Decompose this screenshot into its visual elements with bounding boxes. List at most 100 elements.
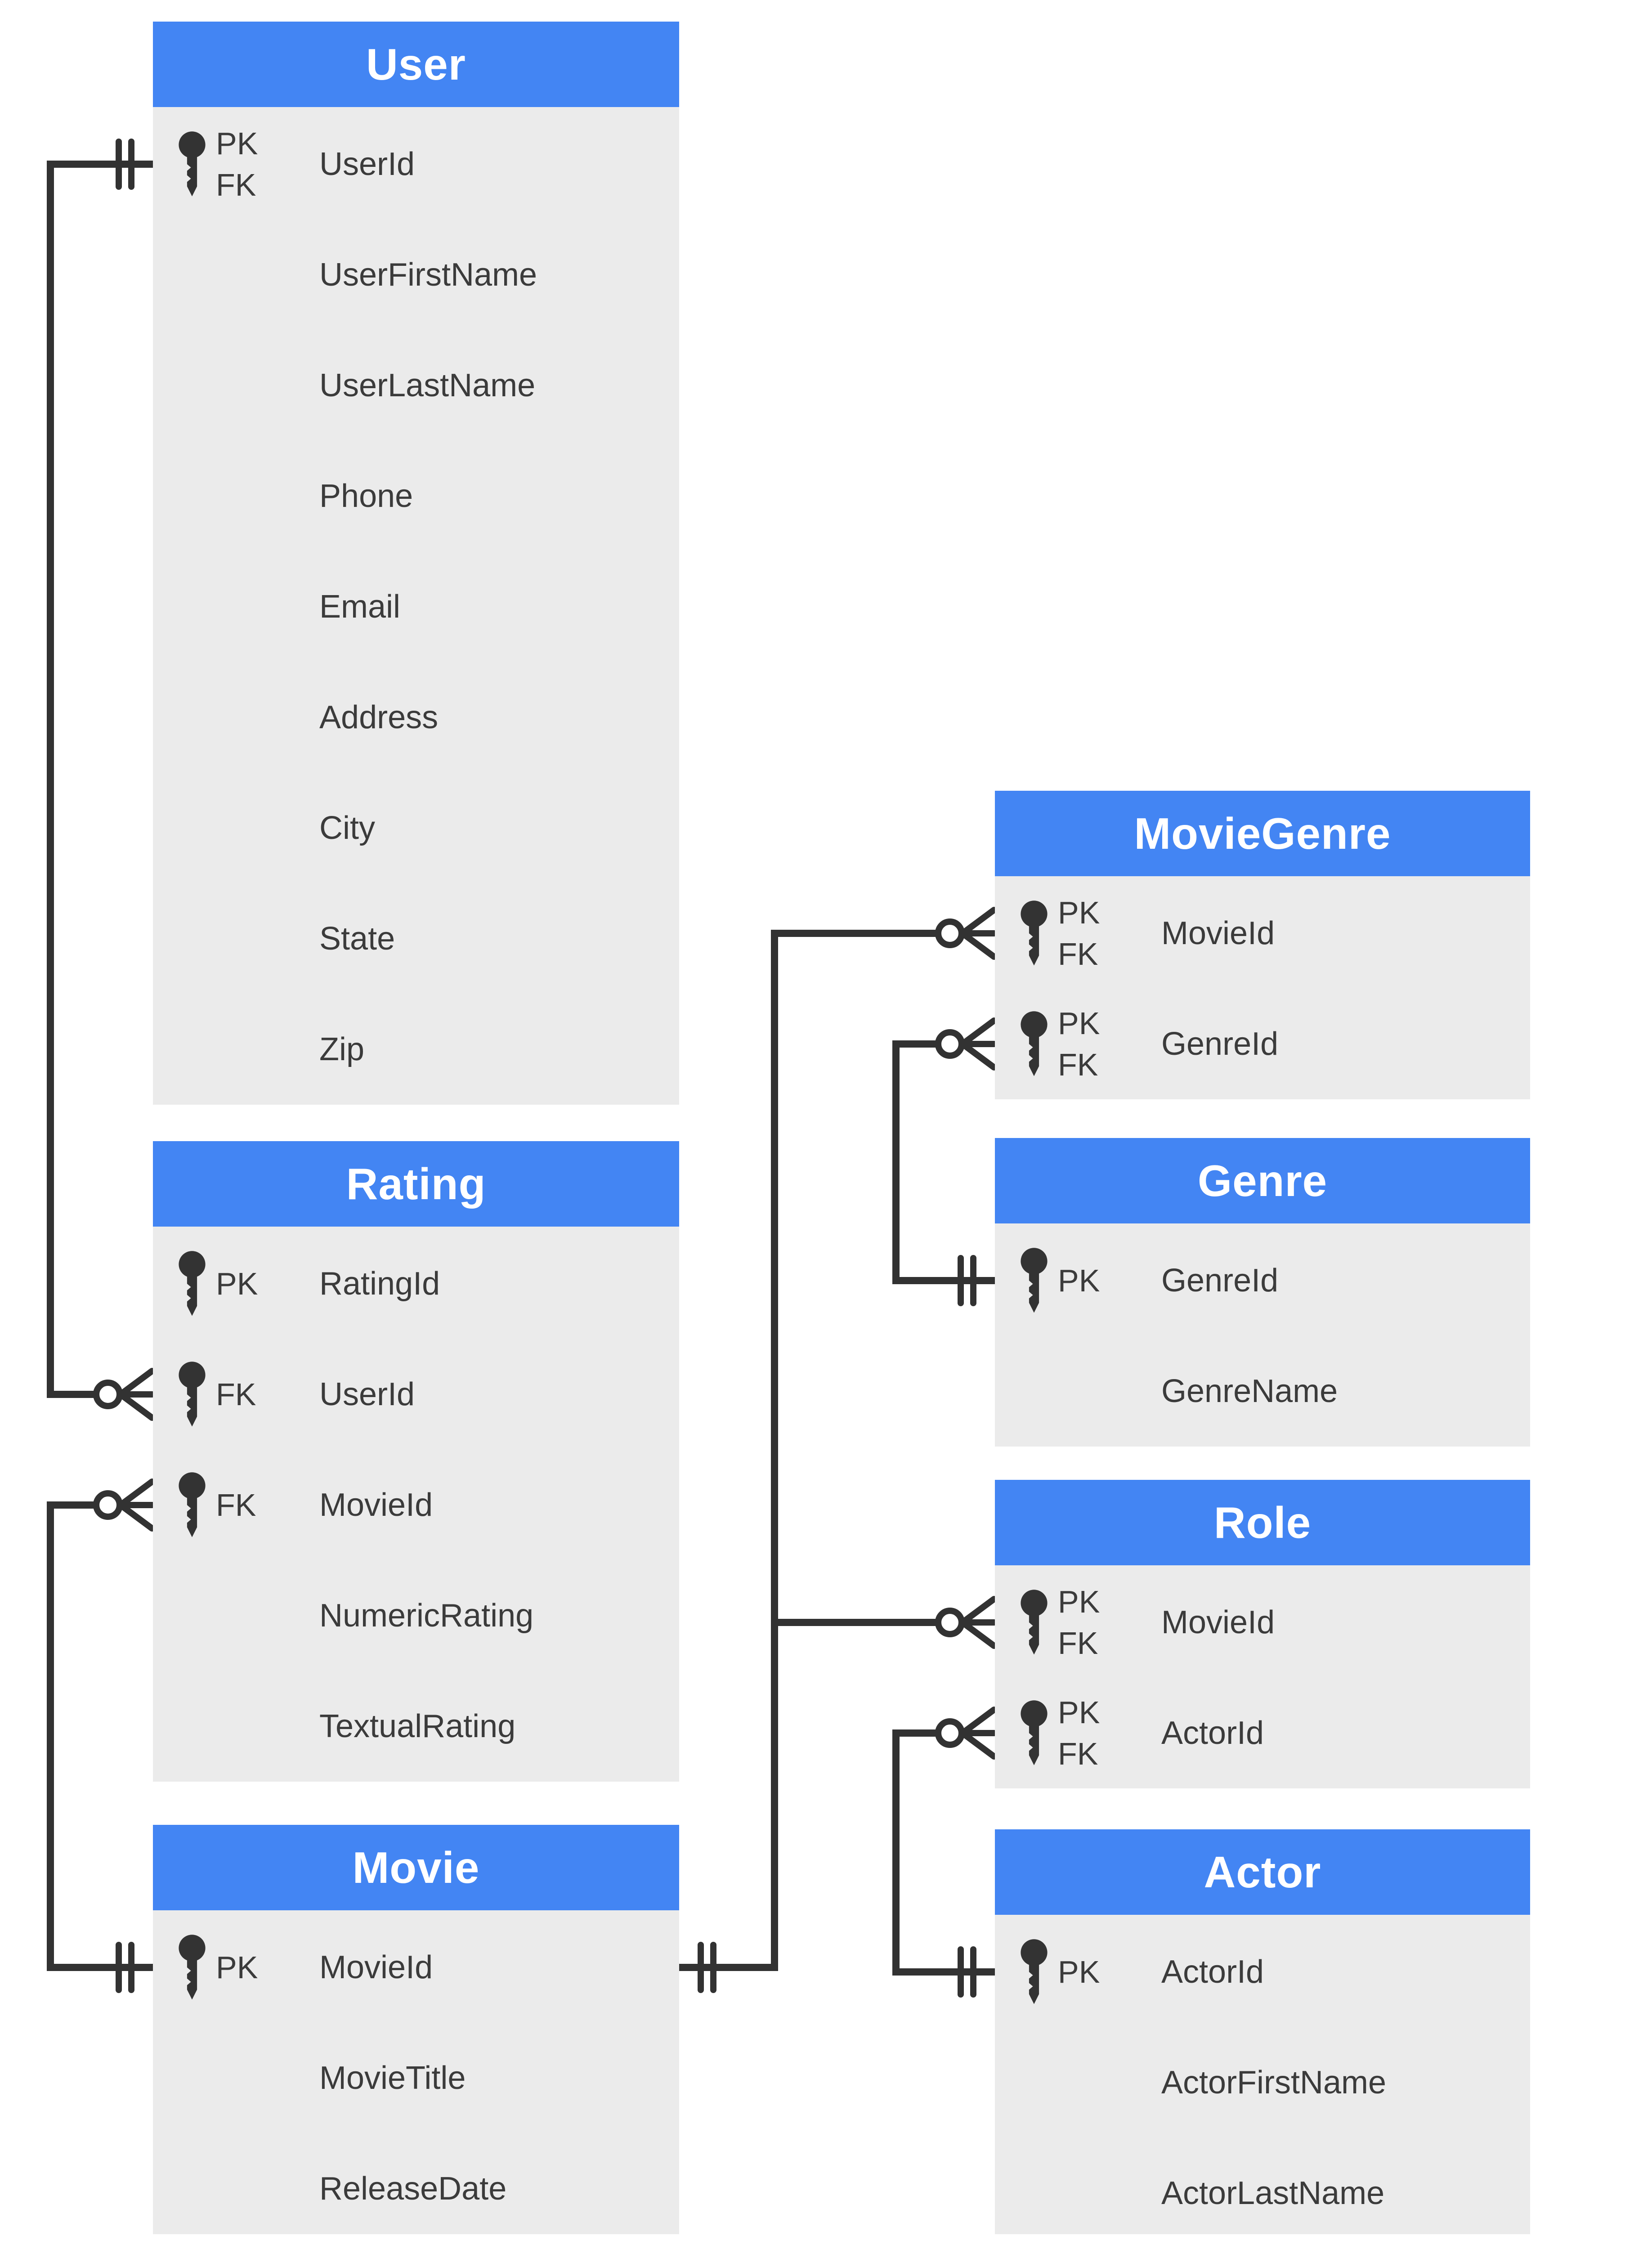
field-row-user-zip: Zip xyxy=(153,994,679,1105)
field-name: TextualRating xyxy=(319,1708,516,1744)
key-icon xyxy=(179,131,206,197)
field-row-user-userfirstname: UserFirstName xyxy=(153,220,679,330)
field-name: GenreName xyxy=(1161,1373,1338,1409)
field-row-user-email: Email xyxy=(153,551,679,662)
key-type-pk: PK xyxy=(216,126,258,161)
field-name: MovieId xyxy=(319,1949,433,1985)
field-name: ActorId xyxy=(1161,1715,1264,1751)
field-row-rating-numericrating: NumericRating xyxy=(153,1560,679,1671)
key-icon xyxy=(1021,1248,1048,1313)
table-title-role: Role xyxy=(995,1480,1530,1565)
zero-or-many-marker xyxy=(935,1596,997,1649)
key-icon-box xyxy=(175,1934,216,2001)
key-type-pk: PK xyxy=(1058,1006,1100,1041)
key-icon xyxy=(179,1472,206,1537)
relationship-0 xyxy=(47,139,155,1421)
relationship-2 xyxy=(679,907,997,1993)
relationship-5 xyxy=(892,1707,997,1998)
field-name: ActorFirstName xyxy=(1161,2065,1387,2101)
key-icon-box xyxy=(1017,900,1058,967)
table-title-user: User xyxy=(153,22,679,107)
key-type-label: PK FK xyxy=(1058,892,1161,975)
field-name: GenreId xyxy=(1161,1026,1279,1062)
key-icon-box xyxy=(175,131,216,197)
table-title-actor: Actor xyxy=(995,1829,1530,1915)
field-name: Phone xyxy=(319,478,413,514)
relationship-line xyxy=(47,161,153,1398)
field-name: MovieId xyxy=(1161,915,1275,951)
table-title-movie: Movie xyxy=(153,1825,679,1910)
field-row-user-userlastname: UserLastName xyxy=(153,330,679,441)
key-type-label: PK xyxy=(1058,1951,1161,1993)
field-name: UserId xyxy=(319,146,415,182)
key-icon xyxy=(1021,1939,1048,2004)
field-row-actor-actorfirstname: ActorFirstName xyxy=(995,2027,1530,2138)
field-row-user-phone: Phone xyxy=(153,441,679,551)
key-icon xyxy=(1021,1590,1048,1655)
field-row-user-city: City xyxy=(153,773,679,883)
key-icon xyxy=(179,1935,206,2000)
relationship-4 xyxy=(892,1017,997,1306)
key-icon xyxy=(1021,900,1048,966)
key-type-fk: FK xyxy=(216,167,256,202)
key-type-pk: PK xyxy=(1058,1263,1100,1298)
field-name: NumericRating xyxy=(319,1598,534,1634)
field-row-moviegenre-genreid: PK FK GenreId xyxy=(995,989,1530,1099)
key-type-pk: PK xyxy=(1058,1954,1100,1989)
key-type-label: FK xyxy=(216,1484,319,1526)
field-name: Address xyxy=(319,699,439,735)
key-icon-box xyxy=(1017,1939,1058,2005)
field-row-moviegenre-movieid: PK FK MovieId xyxy=(995,878,1530,989)
key-type-fk: FK xyxy=(1058,936,1098,972)
key-type-label: PK FK xyxy=(1058,1003,1161,1085)
field-row-genre-genrename: GenreName xyxy=(995,1336,1530,1447)
key-type-pk: PK xyxy=(1058,895,1100,930)
key-type-label: PK FK xyxy=(1058,1581,1161,1664)
key-type-label: PK FK xyxy=(216,123,319,206)
zero-or-many-marker xyxy=(93,1368,155,1421)
field-row-user-state: State xyxy=(153,883,679,994)
key-type-pk: PK xyxy=(1058,1584,1100,1619)
key-icon-box xyxy=(175,1361,216,1428)
key-type-pk: PK xyxy=(216,1950,258,1985)
key-icon-box xyxy=(1017,1011,1058,1077)
key-type-fk: FK xyxy=(1058,1626,1098,1661)
field-name: Zip xyxy=(319,1031,365,1067)
field-name: UserId xyxy=(319,1376,415,1412)
field-row-movie-movieid: PK MovieId xyxy=(153,1912,679,2023)
relationship-line xyxy=(892,1729,995,1976)
relationship-3 xyxy=(775,1596,997,1649)
key-type-fk: FK xyxy=(1058,1047,1098,1082)
key-type-label: PK xyxy=(216,1947,319,1988)
key-type-label: PK xyxy=(216,1263,319,1304)
zero-or-many-marker xyxy=(935,1017,997,1071)
field-name: UserLastName xyxy=(319,367,536,403)
field-name: City xyxy=(319,810,375,846)
key-icon-box xyxy=(1017,1589,1058,1656)
relationship-line xyxy=(47,1501,153,1971)
field-name: State xyxy=(319,921,395,957)
field-name: ReleaseDate xyxy=(319,2171,507,2207)
relationship-line xyxy=(679,930,938,1971)
zero-or-many-marker xyxy=(93,1478,155,1532)
key-icon-box xyxy=(175,1472,216,1538)
field-name: MovieId xyxy=(319,1487,433,1523)
field-row-actor-actorlastname: ActorLastName xyxy=(995,2138,1530,2234)
field-row-user-address: Address xyxy=(153,662,679,773)
key-type-pk: PK xyxy=(216,1266,258,1301)
